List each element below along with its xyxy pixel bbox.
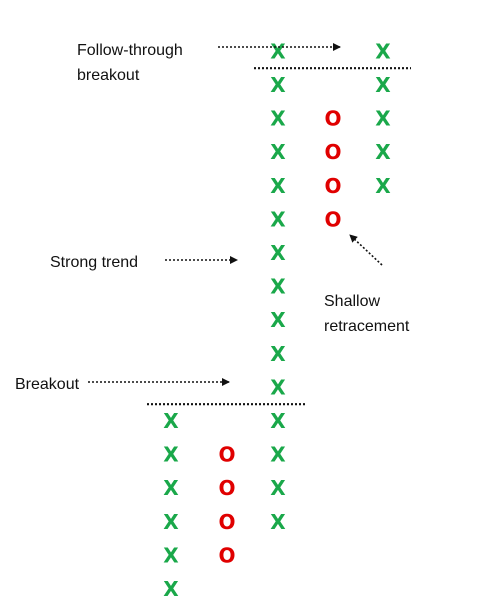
pf-mark-col4-box13: O <box>324 174 341 198</box>
pf-mark-col5-box13: X <box>375 174 391 198</box>
pf-mark-col5-box16: X <box>375 73 391 97</box>
pf-mark-col3-box4: X <box>270 476 286 500</box>
pf-mark-col3-box14: X <box>270 140 286 164</box>
pf-mark-col3-box13: X <box>270 174 286 198</box>
pf-mark-col3-box5: X <box>270 443 286 467</box>
pf-mark-col3-box3: X <box>270 510 286 534</box>
annotation-follow-through-line-1: Follow-through <box>77 42 183 59</box>
pf-mark-col3-box11: X <box>270 241 286 265</box>
pf-mark-col1-box5: X <box>163 443 179 467</box>
annotation-shallow-retracement-line-2: retracement <box>324 318 410 335</box>
shallow-retracement-arrow <box>349 234 383 266</box>
pf-mark-col2-box3: O <box>218 510 235 534</box>
pf-mark-col5-box15: X <box>375 107 391 131</box>
annotation-breakout-text: Breakout <box>15 376 80 393</box>
pf-mark-col1-box2: X <box>163 543 179 567</box>
annotation-strong-trend: Strong trend <box>50 254 238 271</box>
pf-mark-col3-box12: X <box>270 207 286 231</box>
pf-mark-col3-box10: X <box>270 275 286 299</box>
annotation-shallow-retracement-line-1: Shallow <box>324 293 380 310</box>
pf-mark-col3-box8: X <box>270 342 286 366</box>
pf-mark-col3-box17: X <box>270 39 286 63</box>
pf-mark-col1-box3: X <box>163 510 179 534</box>
pf-mark-col3-box9: X <box>270 308 286 332</box>
breakout-lines <box>147 67 411 406</box>
pf-mark-col2-box4: O <box>218 476 235 500</box>
annotation-shallow-retracement: Shallow retracement <box>324 234 410 335</box>
pf-mark-col3-box15: X <box>270 107 286 131</box>
pf-mark-col4-box15: O <box>324 107 341 131</box>
annotation-strong-trend-text: Strong trend <box>50 254 138 271</box>
pf-mark-col1-box6: X <box>163 409 179 433</box>
pf-mark-col1-box4: X <box>163 476 179 500</box>
pf-mark-col3-box7: X <box>270 375 286 399</box>
pf-mark-col4-box14: O <box>324 140 341 164</box>
annotation-breakout: Breakout <box>15 376 230 393</box>
pf-mark-col4-box12: O <box>324 207 341 231</box>
pf-mark-col1-box1: X <box>163 577 179 601</box>
pf-mark-col2-box2: O <box>218 543 235 567</box>
pf-mark-col5-box14: X <box>375 140 391 164</box>
pf-mark-col3-box6: X <box>270 409 286 433</box>
pf-mark-col3-box16: X <box>270 73 286 97</box>
pf-mark-col5-box17: X <box>375 39 391 63</box>
annotation-follow-through-line-2: breakout <box>77 67 140 84</box>
annotation-follow-through-breakout: Follow-through breakout <box>77 42 341 84</box>
pf-mark-col2-box5: O <box>218 443 235 467</box>
